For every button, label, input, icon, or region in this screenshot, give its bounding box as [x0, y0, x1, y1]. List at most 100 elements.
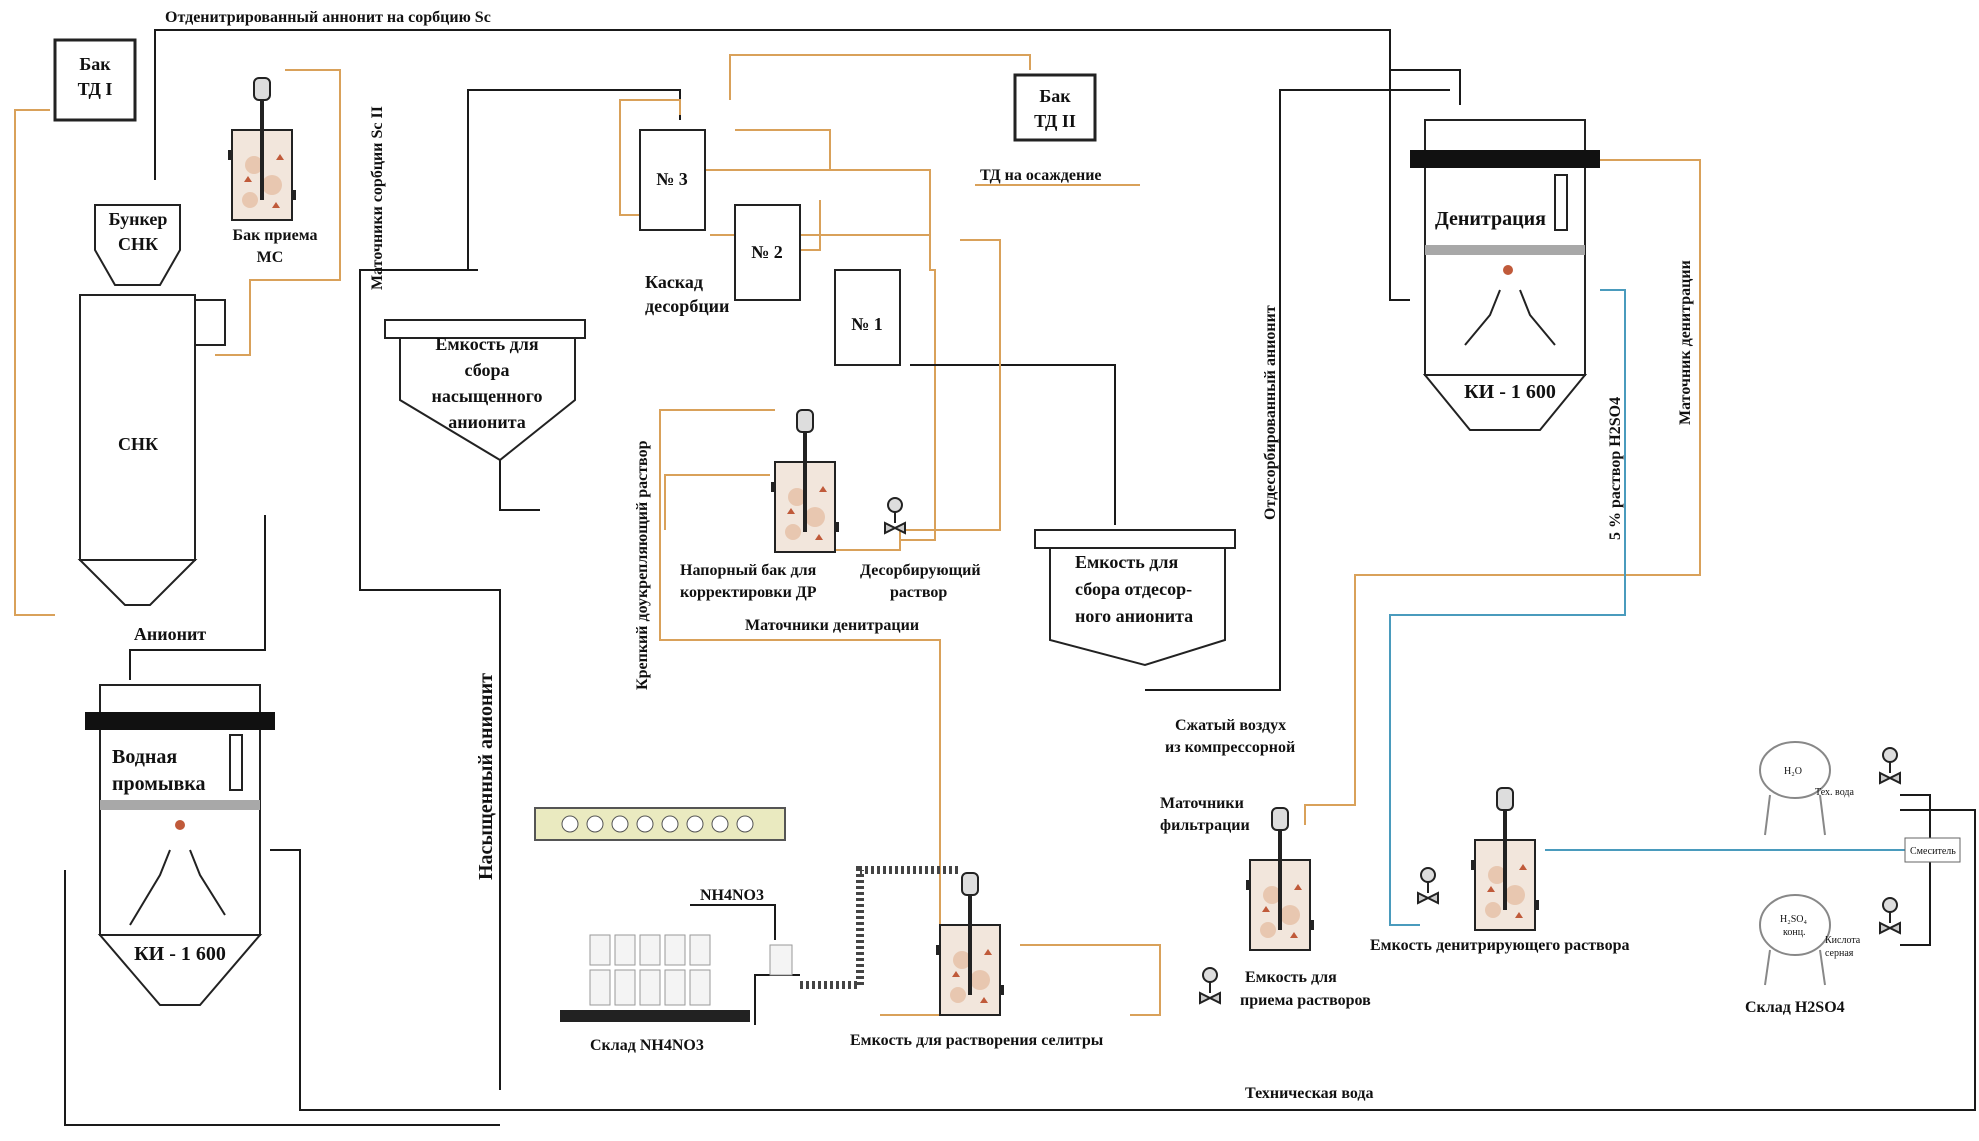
h2so4-valve — [1879, 897, 1901, 934]
pressure-tank — [769, 408, 841, 554]
pipes — [14, 29, 1976, 1126]
compressed-air-label-a: Сжатый воздух — [1175, 717, 1286, 734]
dissolve-tank — [934, 871, 1006, 1017]
tech-water-small-label: Тех. вода — [1815, 787, 1854, 798]
pipe-collect-out — [499, 455, 540, 511]
collect-saturated-tank: Емкость для сбора насыщенного анионита — [384, 319, 586, 462]
receive-sol-label-a: Емкость для — [1245, 969, 1337, 986]
n1-label: № 1 — [851, 314, 883, 334]
denit-solution-tank — [1469, 786, 1541, 932]
n3-label: № 3 — [656, 169, 688, 189]
pipe-cascade-r — [735, 129, 936, 541]
mother-filtr-label-a: Маточники — [1160, 795, 1244, 812]
h2so4-tank-label-a: H₂SO₄ — [1780, 914, 1807, 925]
pipe-mother-denit — [1304, 159, 1701, 825]
pipe-denit-in — [1389, 70, 1410, 301]
receive-solutions-tank — [1244, 806, 1316, 952]
pressure-tank-label-b: корректировки ДР — [680, 584, 817, 601]
ki-right-label: КИ - 1 600 — [1464, 381, 1556, 403]
water-wash-label-a: Водная — [112, 746, 177, 768]
mother-filtr-label-b: фильтрации — [1160, 817, 1250, 834]
pipe-ki-left-loop — [64, 870, 500, 1126]
desorbed-anion-label: Отдесорбированный анионит — [1262, 305, 1279, 520]
pipe-sat-down — [359, 269, 501, 1090]
saturated-anion-label: Насыщенный анионит — [475, 673, 497, 880]
mother-denit-mid-label: Маточники денитрации — [745, 617, 919, 634]
denitration-label: Денитрация — [1435, 208, 1546, 230]
pipe-desorbed — [1145, 89, 1450, 691]
denitration-vessel: Денитрация КИ - 1 600 — [1410, 119, 1600, 431]
bunker-snk: Бункер СНК — [94, 204, 181, 286]
water-wash-vessel: Водная промывка КИ - 1 600 — [85, 684, 275, 1006]
collect-desorbed-tank: Емкость для сбора отдесор- ного анионита — [1034, 529, 1236, 667]
h2so4-tank-label-b: конц. — [1783, 927, 1806, 938]
pipe-pressure-in — [664, 474, 770, 530]
acid-label-b: серная — [1825, 948, 1854, 959]
receive-tank-label-b: МС — [257, 249, 284, 266]
collect-sat-label-3: насыщенного — [431, 386, 542, 406]
bunker-label-b: СНК — [118, 234, 158, 254]
snk-vessel: СНК — [77, 294, 226, 606]
cascade-label-b: десорбции — [645, 296, 729, 316]
conveyor — [800, 866, 960, 989]
pipe-h2so4 — [1389, 289, 1626, 926]
denit-valve — [1417, 867, 1439, 904]
collect-desorb-label-3: ного анионита — [1075, 606, 1193, 626]
collect-sat-label-2: сбора — [465, 360, 510, 380]
mixer: Смеситель — [1904, 837, 1961, 863]
collect-desorb-label-1: Емкость для — [1075, 552, 1178, 572]
pipe-water-mix — [1900, 794, 1931, 946]
water-wash-label-b: промывка — [112, 773, 206, 795]
tech-water-label: Техническая вода — [1245, 1085, 1374, 1102]
tank-td2-label-a: Бак — [1039, 86, 1071, 106]
h2so4-tank: H₂SO₄ конц. Кислота серная — [1759, 894, 1861, 986]
td-sediment-label: ТД на осаждение — [980, 167, 1102, 184]
receive-valve — [1199, 967, 1221, 1004]
receive-sol-label-b: приема растворов — [1240, 992, 1371, 1009]
store-h2so4-label: Склад H2SO4 — [1745, 999, 1845, 1016]
tank-td1-label-a: Бак — [79, 54, 111, 74]
strong-solution-label: Крепкий доукрепляющий раствор — [634, 440, 651, 690]
top-line-label: Отденитрированный аннонит на сорбцию Sc — [165, 9, 491, 26]
pipe-to-td2 — [729, 54, 1031, 100]
store-nh4no3-label: Склад NH4NO3 — [590, 1037, 704, 1054]
collect-desorb-label-2: сбора отдесор- — [1075, 579, 1192, 599]
tank-td2-label-b: ТД II — [1034, 111, 1076, 131]
pipe-top-return — [154, 29, 1461, 180]
cascade-no1: № 1 — [834, 269, 901, 366]
desorb-sol-label-b: раствор — [890, 584, 947, 601]
mother-denit-right-label: Маточник денитрации — [1677, 260, 1694, 425]
pipe-dissolve — [1020, 944, 1161, 1016]
ki-left-label: КИ - 1 600 — [134, 943, 226, 965]
tank-td1: Бак ТД I — [53, 38, 137, 122]
receive-tank-label-a: Бак приема — [232, 227, 317, 244]
pipe-store — [754, 974, 800, 1025]
compressed-air-label-b: из компрессорной — [1165, 739, 1295, 756]
cascade-no3: № 3 — [639, 129, 706, 231]
h2o-label: H₂O — [1784, 766, 1802, 777]
acid-label-a: Кислота — [1825, 935, 1861, 946]
pipe-cascade-out — [910, 364, 1116, 525]
mother-sorption-label: Маточники сорбции Sc II — [369, 106, 386, 290]
pressure-tank-label-a: Напорный бак для — [680, 562, 817, 579]
receive-tank-ms — [226, 76, 298, 222]
h2so4-5-label: 5 % раствор H2SO4 — [1607, 397, 1624, 540]
pipe-cascade-top — [619, 99, 681, 216]
bunker-label-a: Бункер — [109, 209, 168, 229]
cascade-no2: № 2 — [734, 204, 801, 301]
tank-td1-label-b: ТД I — [78, 79, 113, 99]
nh4no3-label: NH4NO3 — [700, 887, 764, 904]
pipe-td1 — [14, 109, 55, 616]
anion-label: Анионит — [134, 624, 206, 644]
pipe-nh4 — [690, 904, 776, 940]
tank-td2: Бак ТД II — [1013, 73, 1097, 142]
pipe-tech-water — [270, 809, 1976, 1111]
pipe-strong — [659, 409, 941, 1016]
collect-sat-label-4: анионита — [448, 412, 526, 432]
desorb-valve — [884, 497, 906, 534]
cascade-label-a: Каскад — [645, 272, 703, 292]
n2-label: № 2 — [751, 242, 783, 262]
snk-label: СНК — [118, 434, 158, 454]
pipe-desorb — [835, 239, 1001, 551]
